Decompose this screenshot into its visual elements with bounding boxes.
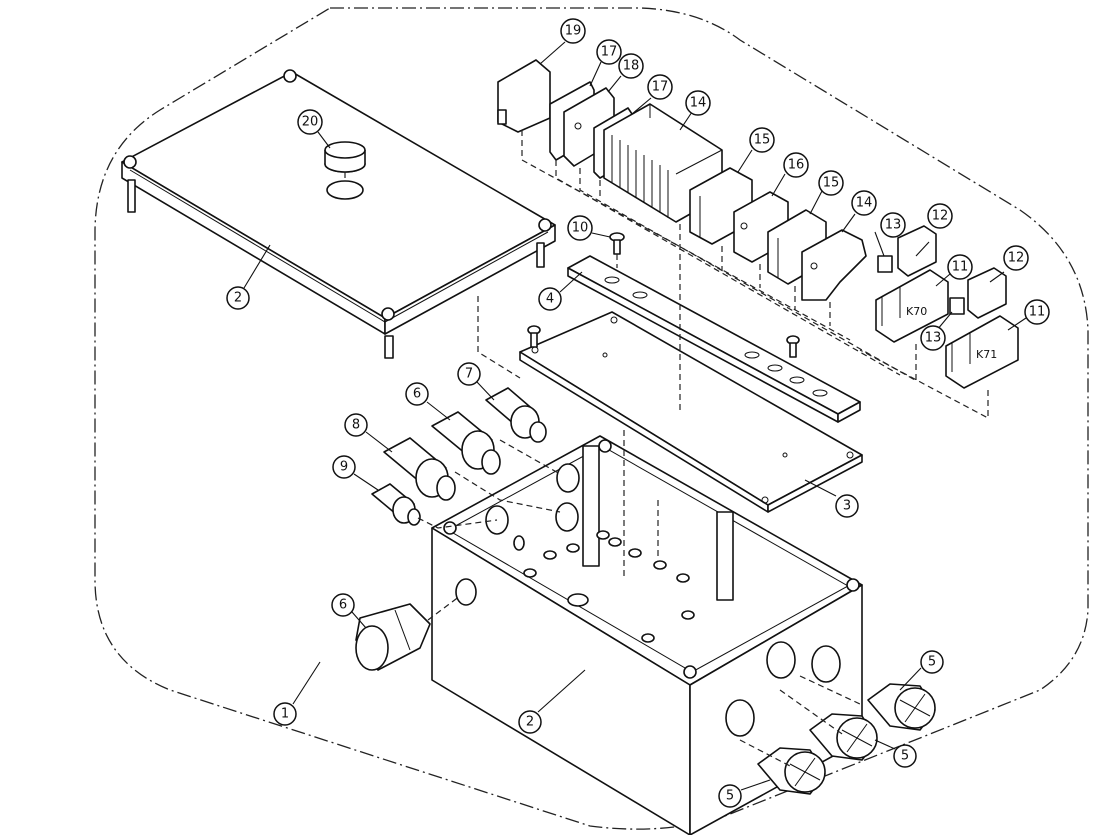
callout-20: 20 bbox=[297, 109, 323, 135]
push-button-cap bbox=[324, 141, 366, 182]
svg-text:11: 11 bbox=[1029, 305, 1046, 320]
svg-text:1: 1 bbox=[281, 707, 289, 722]
svg-text:12: 12 bbox=[932, 209, 949, 224]
svg-text:19: 19 bbox=[565, 24, 582, 39]
plate-screw bbox=[527, 325, 541, 348]
svg-text:2: 2 bbox=[526, 715, 534, 730]
callout-7: 7 bbox=[457, 362, 481, 386]
callout-10: 10 bbox=[567, 215, 593, 241]
relay-12 bbox=[897, 225, 937, 277]
callout-16: 16 bbox=[783, 152, 809, 178]
enclosure-lid bbox=[121, 69, 556, 359]
svg-text:6: 6 bbox=[339, 598, 347, 613]
callout-15-first: 15 bbox=[749, 127, 775, 153]
relay-socket-k71: K71 bbox=[945, 315, 1019, 389]
svg-text:10: 10 bbox=[572, 221, 589, 236]
svg-text:16: 16 bbox=[788, 158, 805, 173]
cable-gland-6 bbox=[431, 411, 501, 475]
svg-text:5: 5 bbox=[928, 655, 936, 670]
callout-9: 9 bbox=[332, 455, 356, 479]
svg-text:9: 9 bbox=[340, 460, 348, 475]
socket-label-k71: K71 bbox=[976, 348, 997, 361]
cable-gland-5-top bbox=[867, 683, 936, 731]
callout-2-box: 2 bbox=[518, 710, 542, 734]
callout-6-top: 6 bbox=[405, 382, 429, 406]
callout-8: 8 bbox=[344, 413, 368, 437]
callout-18: 18 bbox=[618, 53, 644, 79]
callout-11-top: 11 bbox=[947, 254, 973, 280]
svg-text:7: 7 bbox=[465, 367, 473, 382]
svg-text:8: 8 bbox=[352, 418, 360, 433]
terminal-14b bbox=[801, 229, 867, 301]
end-clamp-19 bbox=[497, 59, 551, 133]
callout-2-lid: 2 bbox=[226, 286, 250, 310]
svg-text:17: 17 bbox=[652, 80, 669, 95]
cable-gland-8 bbox=[383, 437, 456, 501]
svg-text:13: 13 bbox=[885, 218, 902, 233]
mounting-plate bbox=[519, 311, 863, 513]
socket-label-k70: K70 bbox=[906, 305, 927, 318]
plate-screw bbox=[786, 335, 800, 358]
svg-text:2: 2 bbox=[234, 291, 242, 306]
svg-text:12: 12 bbox=[1008, 251, 1025, 266]
callout-14-stack: 14 bbox=[685, 90, 711, 116]
cable-gland-9 bbox=[371, 483, 421, 526]
cable-gland-5-bottom bbox=[757, 747, 826, 795]
callout-5-top: 5 bbox=[920, 650, 944, 674]
callout-1: 1 bbox=[273, 702, 297, 726]
svg-text:4: 4 bbox=[546, 292, 554, 307]
callout-13-bottom: 13 bbox=[920, 325, 946, 351]
svg-text:13: 13 bbox=[925, 331, 942, 346]
callout-11-bottom: 11 bbox=[1024, 299, 1050, 325]
callout-12-bottom: 12 bbox=[1003, 245, 1029, 271]
callout-19: 19 bbox=[560, 18, 586, 44]
callout-15-second: 15 bbox=[818, 170, 844, 196]
rail-screw bbox=[609, 232, 625, 255]
svg-text:5: 5 bbox=[901, 749, 909, 764]
enclosure-box bbox=[431, 435, 863, 835]
callout-3: 3 bbox=[835, 494, 859, 518]
assembly-lines bbox=[417, 130, 989, 767]
svg-text:14: 14 bbox=[690, 96, 707, 111]
callout-4: 4 bbox=[538, 287, 562, 311]
svg-text:15: 15 bbox=[823, 176, 840, 191]
callout-12-top: 12 bbox=[927, 203, 953, 229]
svg-text:18: 18 bbox=[623, 59, 640, 74]
callout-5-bottom: 5 bbox=[718, 784, 742, 808]
svg-text:3: 3 bbox=[843, 499, 851, 514]
callout-17-first: 17 bbox=[596, 39, 622, 65]
svg-text:14: 14 bbox=[856, 196, 873, 211]
cable-gland-7 bbox=[485, 387, 547, 443]
svg-text:15: 15 bbox=[754, 133, 771, 148]
callout-13-top: 13 bbox=[880, 212, 906, 238]
cable-gland-6-side bbox=[355, 603, 431, 671]
svg-text:11: 11 bbox=[952, 260, 969, 275]
svg-text:5: 5 bbox=[726, 789, 734, 804]
cable-gland-5-middle bbox=[809, 713, 878, 761]
callout-17-second: 17 bbox=[647, 74, 673, 100]
callout-6-side: 6 bbox=[331, 593, 355, 617]
relay-small-13b bbox=[949, 297, 965, 315]
callout-leaders bbox=[243, 41, 1027, 791]
callout-14-single: 14 bbox=[851, 190, 877, 216]
din-rail bbox=[567, 255, 861, 423]
relay-12b bbox=[967, 267, 1007, 319]
callout-5-middle: 5 bbox=[893, 744, 917, 768]
svg-text:20: 20 bbox=[302, 115, 319, 130]
svg-text:6: 6 bbox=[413, 387, 421, 402]
relay-small-13 bbox=[877, 255, 893, 273]
svg-text:17: 17 bbox=[601, 45, 618, 60]
relay-socket-k70: K70 bbox=[875, 269, 949, 343]
